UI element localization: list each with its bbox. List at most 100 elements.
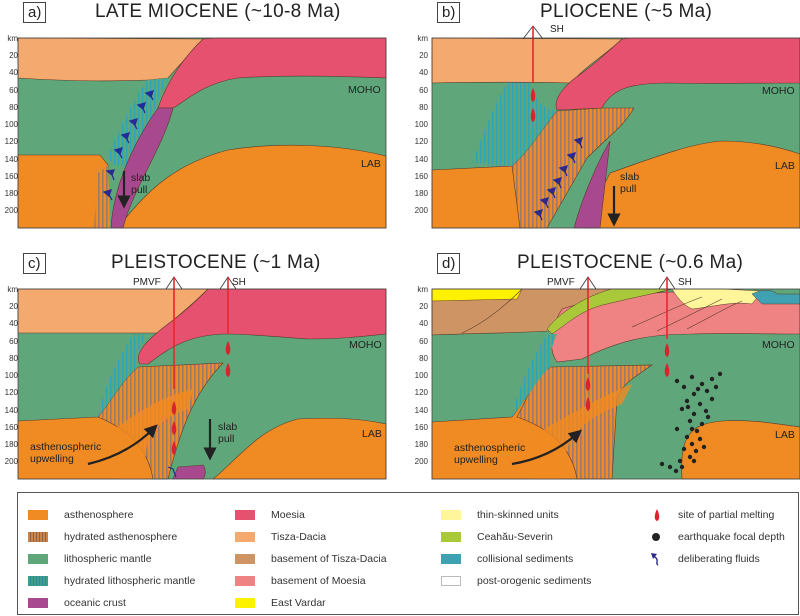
upwelling-label: upwelling <box>30 453 74 465</box>
axis-tick: 80 <box>419 354 428 363</box>
depth-axis: km 20 40 60 80 100 120 140 160 180 200 <box>0 285 18 475</box>
moho-label: MOHO <box>349 339 382 351</box>
volcano-label: SH <box>678 277 692 288</box>
axis-tick: 20 <box>9 302 18 311</box>
fluid-arrow-icon <box>651 553 659 566</box>
axis-tick: 40 <box>419 319 428 328</box>
legend-swatch <box>28 554 48 564</box>
cross-section-d: PMVF SH asthenospheric upwelling MOHO LA… <box>431 276 800 480</box>
legend-label: earthquake focal depth <box>678 531 785 543</box>
panel-label: c) <box>23 253 46 274</box>
legend-label: oceanic crust <box>64 597 126 609</box>
axis-tick: 140 <box>414 155 428 164</box>
panel-title: PLIOCENE (~5 Ma) <box>540 1 713 22</box>
cross-section-c: PMVF SH asthenospheric upwelling slab pu… <box>17 276 387 480</box>
axis-tick: 40 <box>419 68 428 77</box>
axis-tick: 40 <box>9 319 18 328</box>
cross-section-b: SH slab pull MOHO LAB <box>431 24 800 229</box>
volcano-label: SH <box>232 277 246 288</box>
depth-axis: km 20 40 60 80 100 120 140 160 180 200 <box>410 285 428 475</box>
axis-tick: 40 <box>9 68 18 77</box>
legend-swatch <box>441 510 461 520</box>
legend-label: Ceahău-Severin <box>477 531 553 543</box>
axis-tick: 180 <box>414 189 428 198</box>
axis-tick: 120 <box>414 137 428 146</box>
axis-tick: 20 <box>419 302 428 311</box>
axis-tick: 80 <box>9 103 18 112</box>
legend-label: basement of Tisza-Dacia <box>271 553 387 565</box>
panel-title: PLEISTOCENE (~0.6 Ma) <box>517 252 744 273</box>
legend-label: collisional sediments <box>477 553 574 565</box>
legend-swatch <box>235 554 255 564</box>
legend-swatch <box>235 576 255 586</box>
axis-tick: 120 <box>4 388 18 397</box>
legend-label: thin-skinned units <box>477 509 559 521</box>
legend-swatch <box>441 576 461 586</box>
axis-tick: 140 <box>4 155 18 164</box>
legend-label: hydrated asthenosphere <box>64 531 178 543</box>
slab-pull-label: slab <box>131 172 150 184</box>
axis-tick: 180 <box>414 440 428 449</box>
axis-tick: 60 <box>419 337 428 346</box>
melt-drop-icon <box>654 509 660 521</box>
legend-swatch <box>28 532 48 542</box>
legend-swatch <box>28 598 48 608</box>
panel-label: d) <box>437 253 461 274</box>
lab-label: LAB <box>361 158 381 170</box>
legend: asthenosphere hydrated asthenosphere lit… <box>17 492 799 615</box>
upwelling-label: asthenospheric <box>454 442 525 454</box>
axis-tick: 100 <box>414 371 428 380</box>
axis-tick: 200 <box>414 457 428 466</box>
axis-tick: 200 <box>4 457 18 466</box>
legend-label: Tisza-Dacia <box>271 531 327 543</box>
legend-swatch <box>28 510 48 520</box>
axis-unit: km <box>7 34 18 43</box>
moho-label: MOHO <box>348 84 381 96</box>
legend-swatch <box>235 532 255 542</box>
lab-label: LAB <box>775 429 795 441</box>
axis-tick: 60 <box>419 86 428 95</box>
slab-pull-label: pull <box>131 184 147 196</box>
axis-tick: 120 <box>4 137 18 146</box>
axis-tick: 160 <box>4 172 18 181</box>
axis-tick: 140 <box>4 406 18 415</box>
moho-label: MOHO <box>762 339 795 351</box>
axis-tick: 100 <box>4 120 18 129</box>
legend-swatch <box>441 532 461 542</box>
legend-swatch <box>235 598 255 608</box>
axis-tick: 60 <box>9 337 18 346</box>
axis-tick: 100 <box>414 120 428 129</box>
volcano-label: SH <box>550 24 564 35</box>
legend-label: hydrated lithospheric mantle <box>64 575 196 587</box>
legend-label: lithospheric mantle <box>64 553 152 565</box>
depth-axis: km 20 40 60 80 100 120 140 160 180 200 <box>410 34 428 224</box>
earthquake-dot-icon <box>652 533 660 541</box>
legend-label: post-orogenic sediments <box>477 575 592 587</box>
legend-label: site of partial melting <box>678 509 775 521</box>
volcano-label: PMVF <box>547 277 575 288</box>
legend-swatch <box>441 554 461 564</box>
cross-section-a: slab pull MOHO LAB <box>17 37 387 229</box>
upwelling-label: asthenospheric <box>30 441 101 453</box>
axis-tick: 200 <box>4 206 18 215</box>
panel-label: b) <box>437 2 461 23</box>
axis-unit: km <box>417 34 428 43</box>
legend-label: deliberating fluids <box>678 553 760 565</box>
axis-unit: km <box>417 285 428 294</box>
earthquake-cluster <box>659 371 723 474</box>
upwelling-label: upwelling <box>454 454 498 466</box>
axis-tick: 80 <box>419 103 428 112</box>
axis-tick: 160 <box>414 423 428 432</box>
slab-pull-label: pull <box>620 183 636 195</box>
lab-label: LAB <box>775 160 795 172</box>
panel-title: LATE MIOCENE (~10-8 Ma) <box>95 1 341 22</box>
depth-axis: km 20 40 60 80 100 120 140 160 180 200 <box>0 34 18 224</box>
slab-pull-label: slab <box>620 171 639 183</box>
axis-tick: 160 <box>414 172 428 181</box>
axis-tick: 180 <box>4 189 18 198</box>
legend-swatch <box>28 576 48 586</box>
axis-tick: 80 <box>9 354 18 363</box>
axis-tick: 60 <box>9 86 18 95</box>
panel-label: a) <box>23 2 47 23</box>
panel-title: PLEISTOCENE (~1 Ma) <box>111 252 321 273</box>
